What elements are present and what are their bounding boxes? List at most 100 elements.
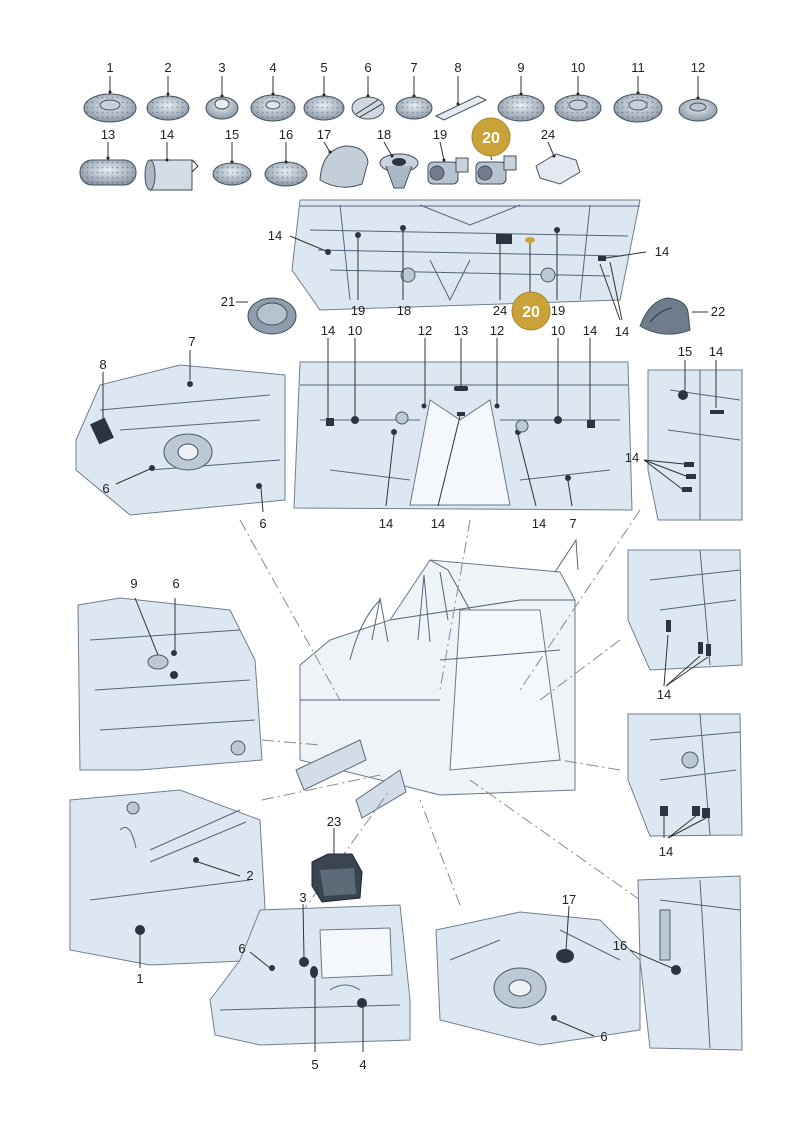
callout-14-bulkhead-lower: 14 bbox=[615, 324, 629, 339]
rear-wheelarch-view: 17 6 bbox=[435, 892, 641, 1046]
callout-6-left-upper-b: 6 bbox=[259, 516, 266, 531]
rear-floor-view: 6 3 5 4 bbox=[209, 890, 411, 1072]
callout-23: 23 bbox=[327, 814, 341, 829]
part-number-15: 15 bbox=[225, 127, 239, 142]
part-number-7: 7 bbox=[410, 60, 417, 75]
right-middle-view-upper: 14 bbox=[627, 549, 743, 702]
right-middle-view-lower: 14 bbox=[627, 713, 743, 859]
part-number-20: 20 bbox=[482, 130, 500, 147]
callout-12-floor-right: 12 bbox=[490, 323, 504, 338]
grommet-part-13 bbox=[79, 159, 137, 186]
part-number-17: 17 bbox=[317, 127, 331, 142]
part-number-24: 24 bbox=[541, 127, 555, 142]
plug-part-12 bbox=[678, 98, 718, 122]
callout-15: 15 bbox=[678, 344, 692, 359]
part-number-14: 14 bbox=[160, 127, 174, 142]
car-body-view bbox=[295, 538, 579, 819]
part-number-9: 9 bbox=[517, 60, 524, 75]
part-number-8: 8 bbox=[454, 60, 461, 75]
plug-part-3 bbox=[205, 96, 239, 120]
part-number-1: 1 bbox=[106, 60, 113, 75]
plug-part-15 bbox=[212, 162, 252, 186]
callout-16: 16 bbox=[613, 938, 627, 953]
callout-10-floor-left: 10 bbox=[348, 323, 362, 338]
callout-14-right-upper-a: 14 bbox=[709, 344, 723, 359]
callout-17: 17 bbox=[562, 892, 576, 907]
callout-14-bulkhead-left: 14 bbox=[268, 228, 282, 243]
highlight-badge-20-top bbox=[471, 117, 511, 157]
clip-part-24 bbox=[535, 153, 581, 185]
cap-part-17 bbox=[319, 145, 369, 188]
callout-14-floor-c: 14 bbox=[379, 516, 393, 531]
c-pillar-view: 16 bbox=[613, 875, 743, 1051]
callout-22: 22 bbox=[711, 304, 725, 319]
callout-14-right-upper-b: 14 bbox=[625, 450, 639, 465]
part-number-3: 3 bbox=[218, 60, 225, 75]
cover-part-21: 21 bbox=[221, 294, 297, 335]
part-number-16: 16 bbox=[279, 127, 293, 142]
part-number-12: 12 bbox=[691, 60, 705, 75]
callout-14-floor-a: 14 bbox=[321, 323, 335, 338]
patch-part-6 bbox=[351, 96, 385, 120]
callout-10-floor-right: 10 bbox=[551, 323, 565, 338]
callout-5: 5 bbox=[311, 1057, 318, 1072]
callout-14-floor-b: 14 bbox=[583, 323, 597, 338]
parts-row-1: 1 2 3 4 5 6 7 8 9 10 11 12 bbox=[83, 60, 718, 123]
callout-6-left-upper: 6 bbox=[102, 481, 109, 496]
part-number-10: 10 bbox=[571, 60, 585, 75]
callout-12-floor-left: 12 bbox=[418, 323, 432, 338]
left-upper-view: 7 8 6 6 bbox=[75, 334, 286, 531]
callout-3: 3 bbox=[299, 890, 306, 905]
tape-roll-part-14 bbox=[144, 159, 199, 191]
callout-20-bulkhead: 20 bbox=[522, 304, 540, 321]
plug-part-11 bbox=[613, 93, 663, 123]
callout-1: 1 bbox=[136, 971, 143, 986]
bulkhead-view: 14 19 18 24 20 19 14 14 bbox=[268, 199, 669, 339]
left-lower-view: 2 1 bbox=[69, 789, 269, 986]
callout-7-left-upper: 7 bbox=[188, 334, 195, 349]
callout-2: 2 bbox=[246, 868, 253, 883]
connector-mark-24 bbox=[496, 234, 512, 244]
parts-row-2: 13 14 15 16 17 18 19 20 24 bbox=[79, 117, 581, 191]
callout-24-bulkhead: 24 bbox=[493, 303, 507, 318]
tape-part-8 bbox=[434, 95, 488, 121]
grommet-part-18 bbox=[379, 153, 419, 189]
plug-part-1 bbox=[83, 93, 137, 123]
plug-part-10 bbox=[554, 94, 602, 122]
part-number-18: 18 bbox=[377, 127, 391, 142]
plug-part-2 bbox=[146, 95, 190, 121]
view-reference-lines bbox=[239, 509, 641, 916]
row1-labels: 1 2 3 4 5 6 7 8 9 10 11 12 bbox=[106, 60, 705, 106]
highlight-mark-20 bbox=[525, 237, 535, 243]
callout-14-right-middle-lower: 14 bbox=[659, 844, 673, 859]
callout-19-left: 19 bbox=[351, 303, 365, 318]
callout-6-rear-wheelarch: 6 bbox=[600, 1029, 607, 1044]
part-number-11: 11 bbox=[631, 60, 645, 75]
connector-part-20 bbox=[475, 155, 517, 185]
connector-part-19 bbox=[427, 157, 469, 185]
callout-21: 21 bbox=[221, 294, 235, 309]
plug-part-4 bbox=[250, 94, 296, 122]
callout-7-floor: 7 bbox=[569, 516, 576, 531]
callout-9: 9 bbox=[130, 576, 137, 591]
callout-14-floor-e: 14 bbox=[532, 516, 546, 531]
cap-part-22: 22 bbox=[639, 297, 725, 335]
plug-part-7 bbox=[395, 96, 433, 120]
highlight-badge-20-bulkhead bbox=[511, 291, 551, 331]
part-number-4: 4 bbox=[269, 60, 276, 75]
callout-6-rear-floor: 6 bbox=[238, 941, 245, 956]
row2-labels: 13 14 15 16 17 18 19 20 24 bbox=[101, 117, 556, 164]
right-upper-view: 15 14 14 bbox=[625, 344, 743, 521]
callout-6-left-middle: 6 bbox=[172, 576, 179, 591]
callout-8: 8 bbox=[99, 357, 106, 372]
plug-part-16 bbox=[264, 161, 308, 187]
callout-13: 13 bbox=[454, 323, 468, 338]
part-number-2: 2 bbox=[164, 60, 171, 75]
part-number-13: 13 bbox=[101, 127, 115, 142]
part-number-5: 5 bbox=[320, 60, 327, 75]
part-number-19: 19 bbox=[433, 127, 447, 142]
floor-pan-view: 14 10 12 13 12 10 14 14 14 14 7 bbox=[293, 323, 633, 531]
part-number-6: 6 bbox=[364, 60, 371, 75]
cover-part-23: 23 bbox=[311, 814, 363, 903]
